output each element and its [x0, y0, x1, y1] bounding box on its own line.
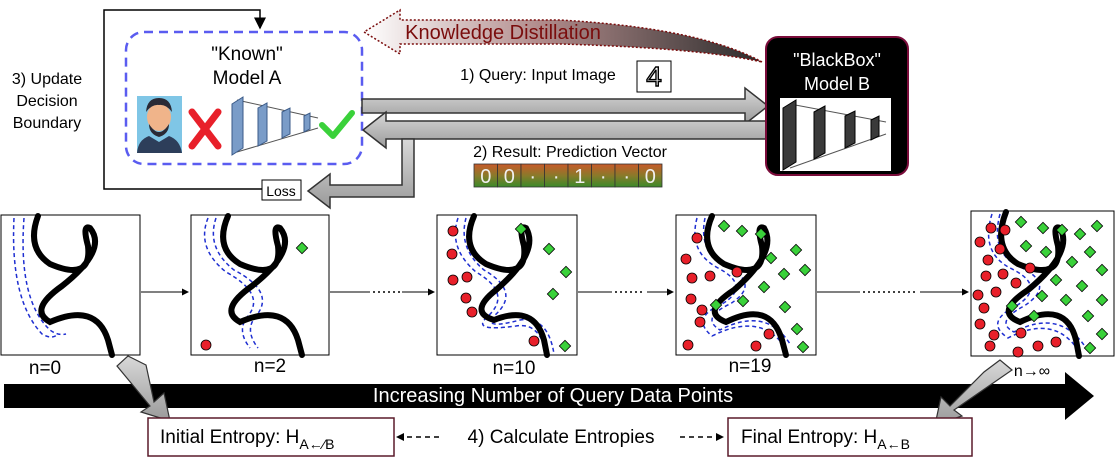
prediction-vector-value: ·	[623, 166, 630, 188]
model-a-name: Model A	[213, 68, 282, 89]
prediction-vector-value: 0	[645, 166, 656, 188]
panel-n10	[436, 213, 578, 358]
initial-entropy-box	[147, 417, 395, 457]
result-arrow	[361, 110, 769, 150]
final-entropy-subscript: A←B	[877, 436, 910, 452]
prediction-vector-cell	[638, 163, 663, 188]
result-label: 2) Result: Prediction Vector	[473, 144, 668, 161]
query-arrow	[361, 86, 770, 126]
initial-entropy-text: Initial Entropy: HA←⁄B	[160, 427, 334, 452]
model-a-quote-name: "Known"	[211, 44, 283, 65]
prediction-vector-value: 0	[504, 166, 515, 188]
prediction-vector-value: ·	[600, 166, 607, 188]
panel-n10-label: n=10	[493, 358, 536, 379]
panel-n19-label: n=19	[729, 356, 772, 377]
update-step-line1: 3) Update	[12, 71, 82, 88]
prediction-vector-value: ·	[553, 166, 560, 188]
correct-check-icon	[319, 110, 355, 139]
update-loop-line	[103, 9, 266, 190]
person-avatar-icon	[137, 96, 182, 153]
wrong-x-icon	[188, 108, 222, 150]
update-step-line3: Boundary	[13, 115, 82, 132]
timeline-label: Increasing Number of Query Data Points	[373, 385, 733, 407]
final-entropy-label: Final Entropy: H	[741, 427, 877, 448]
query-label: 1) Query: Input Image	[460, 67, 616, 84]
final-entropy-text: Final Entropy: HA←B	[741, 427, 910, 452]
query-digit: 4	[646, 61, 662, 92]
model-b-network-icon	[780, 98, 891, 171]
panel-n2	[190, 213, 330, 358]
model-a-network-icon	[231, 96, 319, 156]
loss-arrow	[306, 138, 415, 210]
model-a-box	[124, 30, 364, 166]
prediction-vector-value: 0	[480, 166, 491, 188]
loss-label: Loss	[266, 183, 296, 199]
panel-n19	[675, 213, 817, 358]
timeline-arrow	[4, 372, 1094, 420]
initial-entropy-label: Initial Entropy: H	[160, 427, 299, 448]
prediction-vector-value: ·	[529, 166, 536, 188]
panel-n0-label: n=0	[29, 358, 61, 379]
distillation-label: Knowledge Distillation	[405, 22, 601, 44]
model-b-quote-name: "BlackBox"	[793, 50, 881, 70]
final-entropy-box	[727, 417, 973, 457]
update-step-line2: Decision	[16, 93, 77, 110]
panel-n2-label: n=2	[254, 356, 286, 377]
initial-entropy-subscript: A←⁄B	[299, 436, 334, 452]
knowledge-distillation-arrow	[362, 8, 763, 63]
loss-box	[261, 179, 302, 201]
panel-n-infinity-label: n→∞	[1014, 363, 1050, 380]
calc-entropies-label: 4) Calculate Entropies	[468, 427, 655, 448]
panel-n0	[0, 213, 141, 358]
model-b-name: Model B	[804, 74, 870, 94]
query-digit-image	[636, 60, 672, 93]
calc-dashed-arrow	[396, 433, 724, 441]
prediction-vector-value: 1	[574, 166, 585, 188]
panel-n-infinity	[970, 209, 1115, 359]
